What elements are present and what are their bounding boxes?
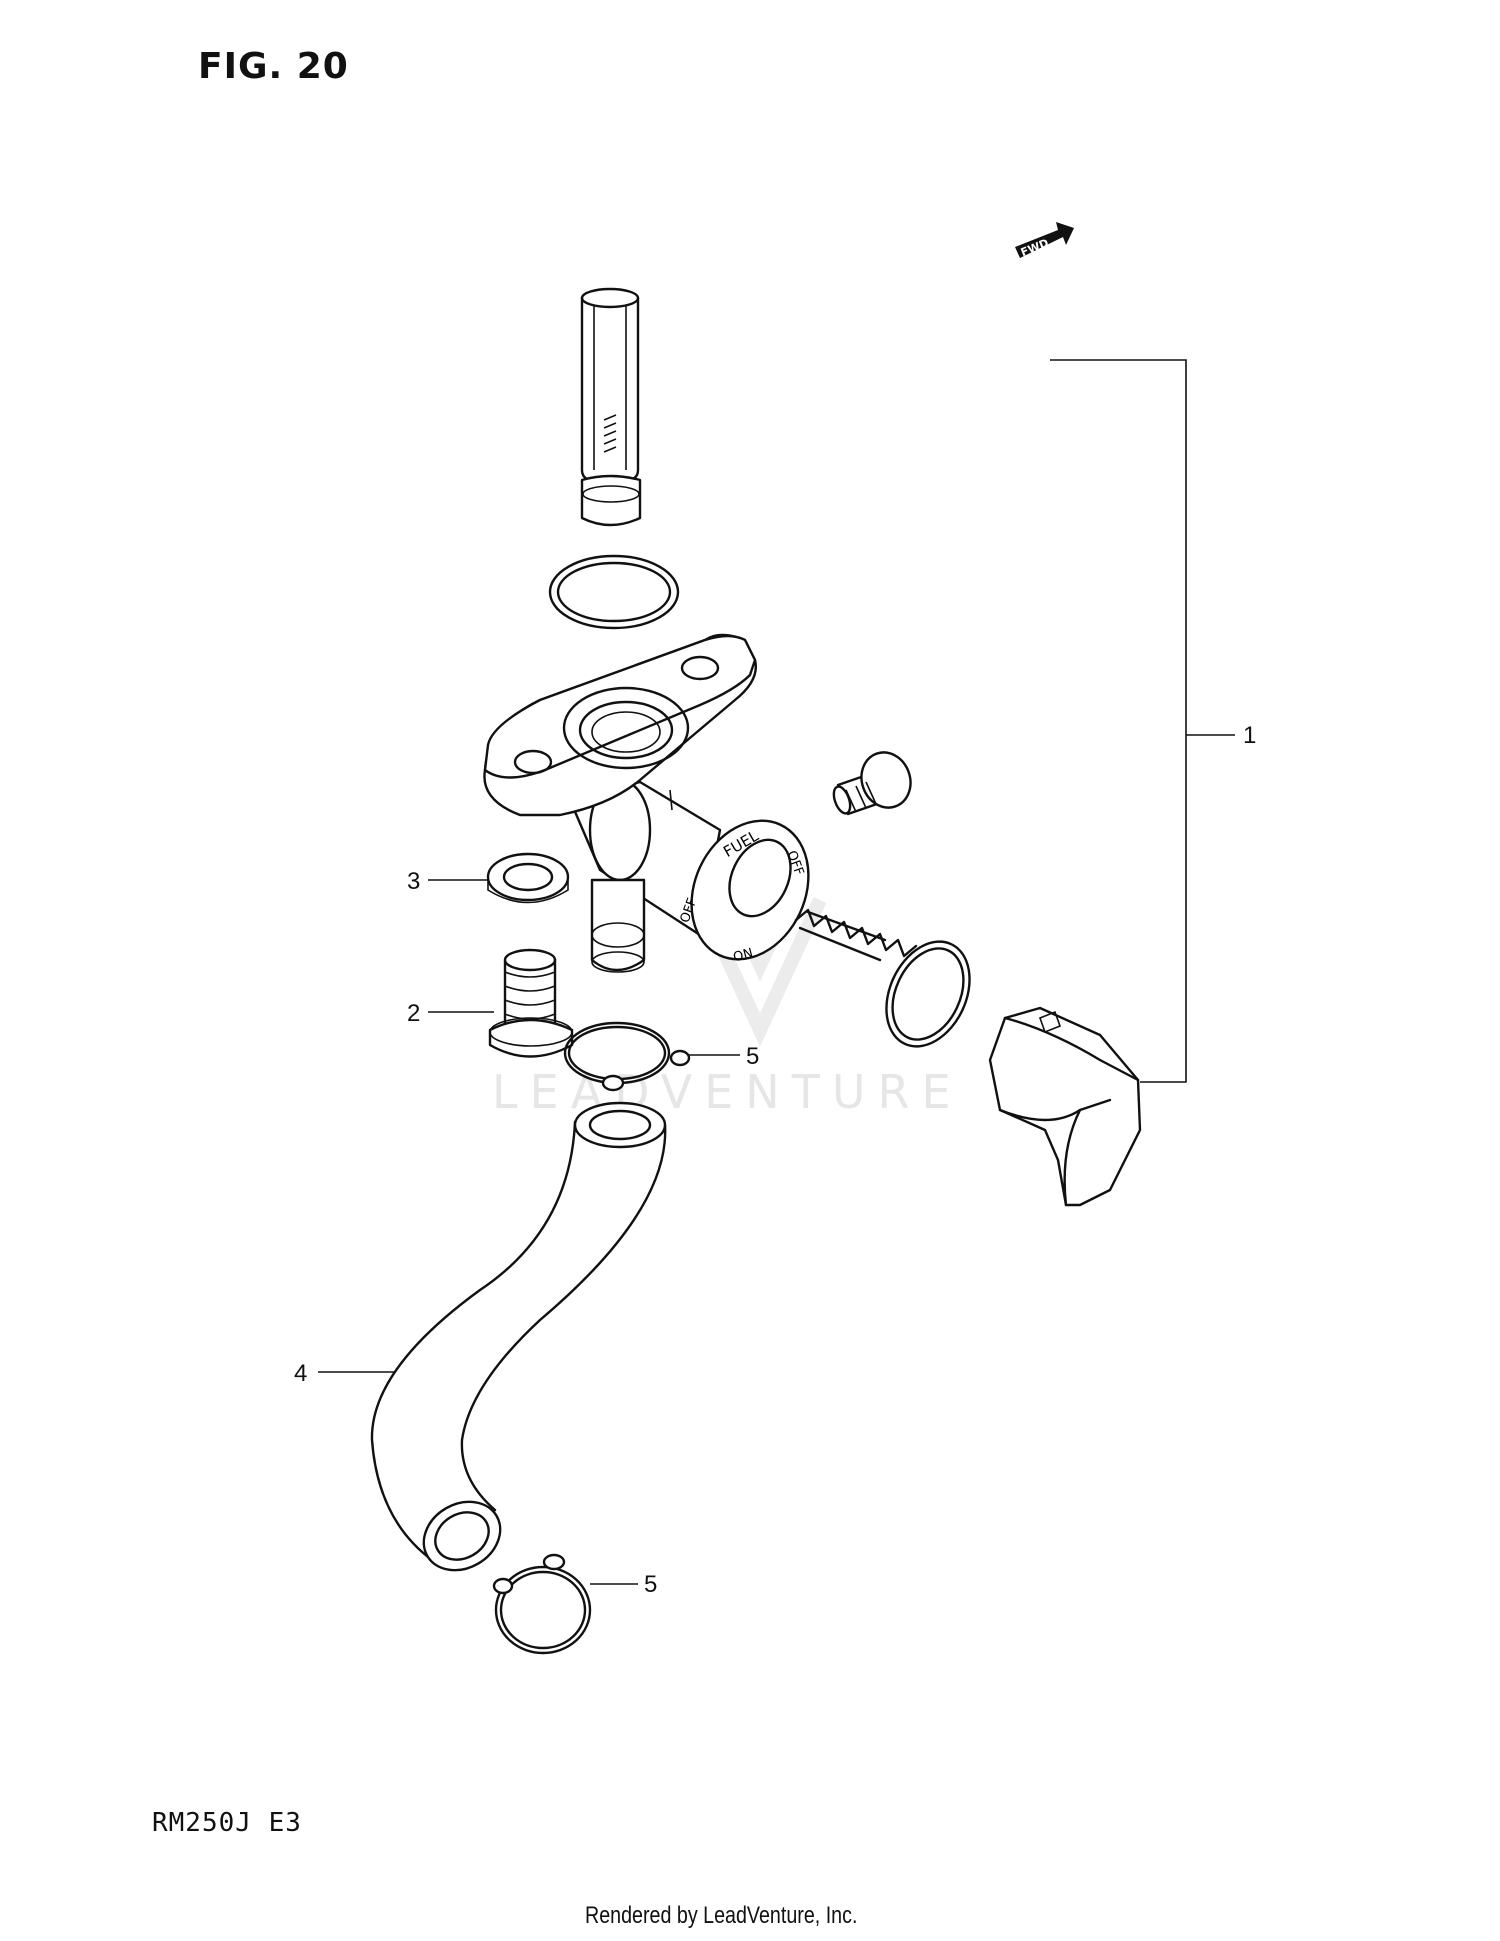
figure-title: FIG. 20 xyxy=(198,46,349,87)
gasket-washer xyxy=(486,852,570,904)
fuel-valve-body: FUEL OFF OFF ON xyxy=(483,633,810,973)
callout-3: 3 xyxy=(407,868,420,895)
watermark-text: LEADVENTURE xyxy=(492,1065,963,1119)
callout-4: 4 xyxy=(294,1360,307,1387)
callout-5-upper: 5 xyxy=(746,1043,759,1070)
drain-bolt xyxy=(488,948,574,1058)
model-code: RM250J E3 xyxy=(152,1808,302,1838)
o-ring-top xyxy=(548,554,680,630)
valve-spring xyxy=(794,908,918,962)
callout-5-lower: 5 xyxy=(644,1571,657,1598)
lever-screw xyxy=(832,751,912,816)
forward-arrow-icon: FWD xyxy=(1015,222,1074,259)
footer-credit: Rendered by LeadVenture, Inc. xyxy=(585,1902,858,1929)
fuel-hose xyxy=(370,1101,667,1572)
hose-clamp-upper xyxy=(563,1021,691,1092)
assembly-bracket xyxy=(1050,359,1187,1083)
callout-2: 2 xyxy=(407,1000,420,1027)
fwd-label: FWD xyxy=(1019,236,1051,259)
fuel-strainer xyxy=(580,287,642,527)
valve-marking-on: ON xyxy=(732,946,755,966)
valve-lever xyxy=(988,1006,1142,1207)
hose-clamp-lower xyxy=(492,1553,592,1655)
callout-leaders xyxy=(318,879,740,1585)
lever-o-ring xyxy=(885,940,971,1048)
callout-1: 1 xyxy=(1243,722,1256,749)
